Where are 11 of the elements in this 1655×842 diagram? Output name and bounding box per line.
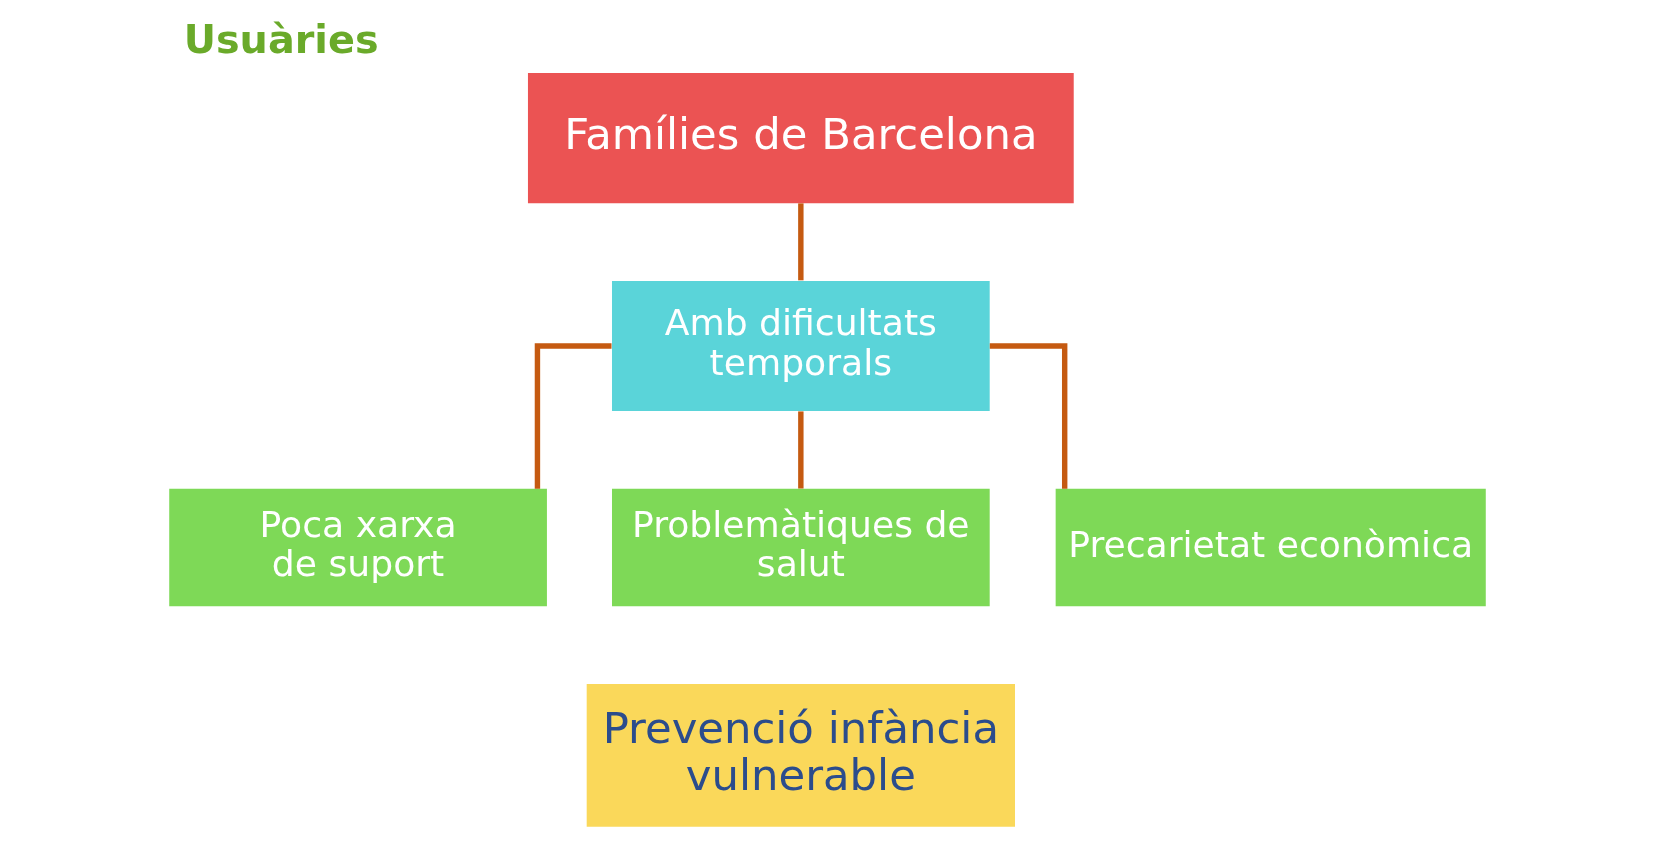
connector bbox=[534, 343, 612, 489]
connector bbox=[798, 411, 804, 489]
node-box: Precarietat econòmica bbox=[1055, 488, 1486, 607]
node-box: Problemàtiques de salut bbox=[612, 488, 990, 607]
diagram-title: Usuàries bbox=[183, 15, 379, 62]
node-box: Poca xarxa de suport bbox=[169, 488, 547, 607]
node-box: Prevenció infància vulnerable bbox=[586, 683, 1015, 827]
node-box: Amb dificultats temporals bbox=[612, 280, 990, 412]
node-box: Famílies de Barcelona bbox=[527, 73, 1074, 204]
connector bbox=[798, 203, 804, 281]
connector bbox=[989, 343, 1068, 489]
